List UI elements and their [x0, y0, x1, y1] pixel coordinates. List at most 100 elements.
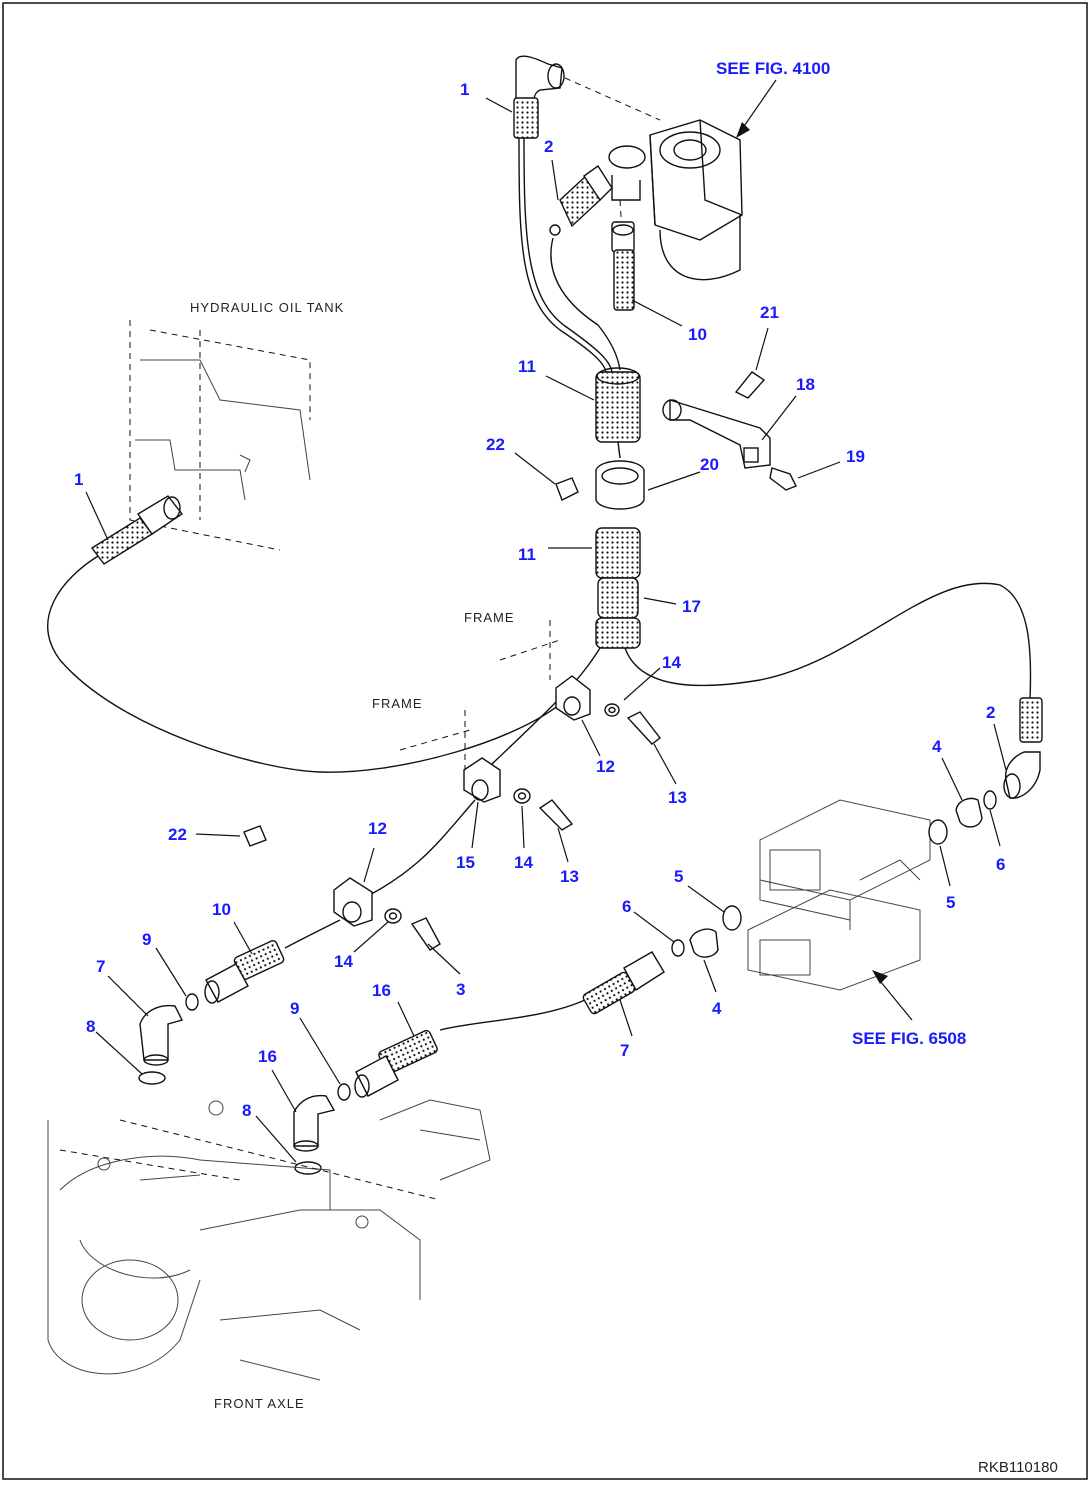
- callout-10b: 10: [212, 900, 231, 919]
- callout-11: 11: [518, 357, 536, 376]
- frame-guide: [499, 639, 561, 661]
- callout-14c: 14: [334, 952, 353, 971]
- callout-20: 20: [700, 455, 719, 474]
- valve-lower: [659, 215, 741, 281]
- hose-1-loop: [47, 555, 566, 773]
- callout-12: 12: [596, 757, 615, 776]
- callout-7: 7: [96, 957, 105, 976]
- part-22-nut-lower: [243, 825, 267, 847]
- callout-15: 15: [456, 853, 475, 872]
- callout-1b: 1: [74, 470, 83, 489]
- callout-8b: 8: [242, 1101, 251, 1120]
- callout-19: 19: [846, 447, 865, 466]
- part-22-nut-top: [555, 477, 579, 501]
- callout-6: 6: [996, 855, 1005, 874]
- part-12-clamp-lower: [333, 877, 373, 927]
- part-14-washer-upper: [604, 703, 620, 717]
- frame-guide: [399, 729, 471, 751]
- callout-9: 9: [142, 930, 151, 949]
- solenoid-valve-assembly: [747, 799, 931, 991]
- clamp-stack: [595, 367, 645, 649]
- part-7-elbow-lower: [293, 1094, 336, 1152]
- part-9-oring-upper: [185, 993, 199, 1011]
- part-21-bolt: [734, 371, 766, 399]
- leader-lines: [85, 79, 1007, 1163]
- hose-16: [439, 999, 586, 1031]
- part-4-adapter-lower: [689, 928, 719, 958]
- callout-1: 1: [460, 80, 469, 99]
- callout-13b: 13: [560, 867, 579, 886]
- part-10-top-fitting: [611, 221, 635, 311]
- callout-2: 2: [544, 137, 553, 156]
- callout-22: 22: [486, 435, 505, 454]
- ref-fig-6508[interactable]: SEE FIG. 6508: [852, 1029, 966, 1048]
- hose-2-loop: [624, 582, 1032, 701]
- part-13-bolt-mid: [538, 799, 574, 831]
- part-14-washer-mid: [513, 788, 531, 804]
- callout-5: 5: [674, 867, 683, 886]
- location-labels: HYDRAULIC OIL TANK FRAME FRAME FRONT AXL…: [190, 300, 515, 1411]
- callout-10: 10: [688, 325, 707, 344]
- part-1-left-fitting: [90, 495, 184, 565]
- part-6-oring-upper: [983, 790, 997, 810]
- part-12-clamp-upper: [555, 675, 591, 721]
- label-front-axle: FRONT AXLE: [214, 1396, 305, 1411]
- steering-valve-assembly: [608, 119, 743, 281]
- callout-12b: 12: [368, 819, 387, 838]
- part-6-oring-lower: [671, 939, 685, 957]
- callout-5b: 5: [946, 893, 955, 912]
- callout-2b: 2: [986, 703, 995, 722]
- label-frame-1: FRAME: [464, 610, 515, 625]
- ref-fig-4100[interactable]: SEE FIG. 4100: [716, 59, 830, 78]
- callout-8: 8: [86, 1017, 95, 1036]
- hose-1-upper: [518, 137, 607, 373]
- callout-14: 14: [662, 653, 681, 672]
- part-4-adapter-upper: [955, 797, 983, 828]
- part-2-top-fitting: [549, 165, 613, 236]
- hoses: [47, 137, 1032, 1031]
- part-16-lower-fitting: [354, 1029, 438, 1098]
- part-callouts: 1 2 10 21 18 11 22 20 19 1 11 17 14 2 12…: [74, 80, 1005, 1120]
- callout-21: 21: [760, 303, 779, 322]
- callout-6b: 6: [622, 897, 631, 916]
- part-9-oring-lower: [337, 1083, 351, 1101]
- part-3-bolt: [410, 917, 441, 951]
- label-hydraulic-tank: HYDRAULIC OIL TANK: [190, 300, 344, 315]
- part-19-bolt: [769, 467, 797, 491]
- callout-7b: 16: [258, 1047, 277, 1066]
- callout-16b: 7: [620, 1041, 629, 1060]
- callout-16: 16: [372, 981, 391, 1000]
- part-10-lower-fitting: [204, 940, 285, 1004]
- callout-3: 3: [456, 980, 465, 999]
- callout-4b: 4: [712, 999, 722, 1018]
- hose-2-upper: [550, 237, 621, 371]
- callout-9b: 9: [290, 999, 299, 1018]
- part-13-bolt-upper: [626, 711, 661, 745]
- guide-line: [564, 77, 661, 121]
- part-1-top-elbow: [513, 55, 565, 139]
- callout-13: 13: [668, 788, 687, 807]
- part-5-oring-upper: [928, 819, 948, 845]
- part-16-right-fitting: [582, 951, 665, 1015]
- part-5-oring-lower: [722, 905, 742, 931]
- callout-14b: 14: [514, 853, 533, 872]
- valve-body: [649, 119, 743, 241]
- reference-labels: SEE FIG. 4100 SEE FIG. 6508: [716, 59, 966, 1048]
- callout-11b: 11: [518, 545, 536, 564]
- part-18-bracket: [662, 399, 771, 469]
- hydraulic-oil-tank-outline: [129, 320, 311, 551]
- hose-10-end: [284, 919, 341, 949]
- callout-17: 17: [682, 597, 701, 616]
- part-15-clamp: [463, 757, 501, 803]
- part-7-elbow-upper: [139, 1004, 184, 1066]
- callout-18: 18: [796, 375, 815, 394]
- callout-4: 4: [932, 737, 942, 756]
- label-frame-2: FRAME: [372, 696, 423, 711]
- hose-1-upper-b: [523, 137, 613, 373]
- drawing-code: RKB110180: [978, 1459, 1058, 1476]
- part-2-right-elbow: [1003, 697, 1043, 799]
- front-axle-outline: [47, 1099, 491, 1381]
